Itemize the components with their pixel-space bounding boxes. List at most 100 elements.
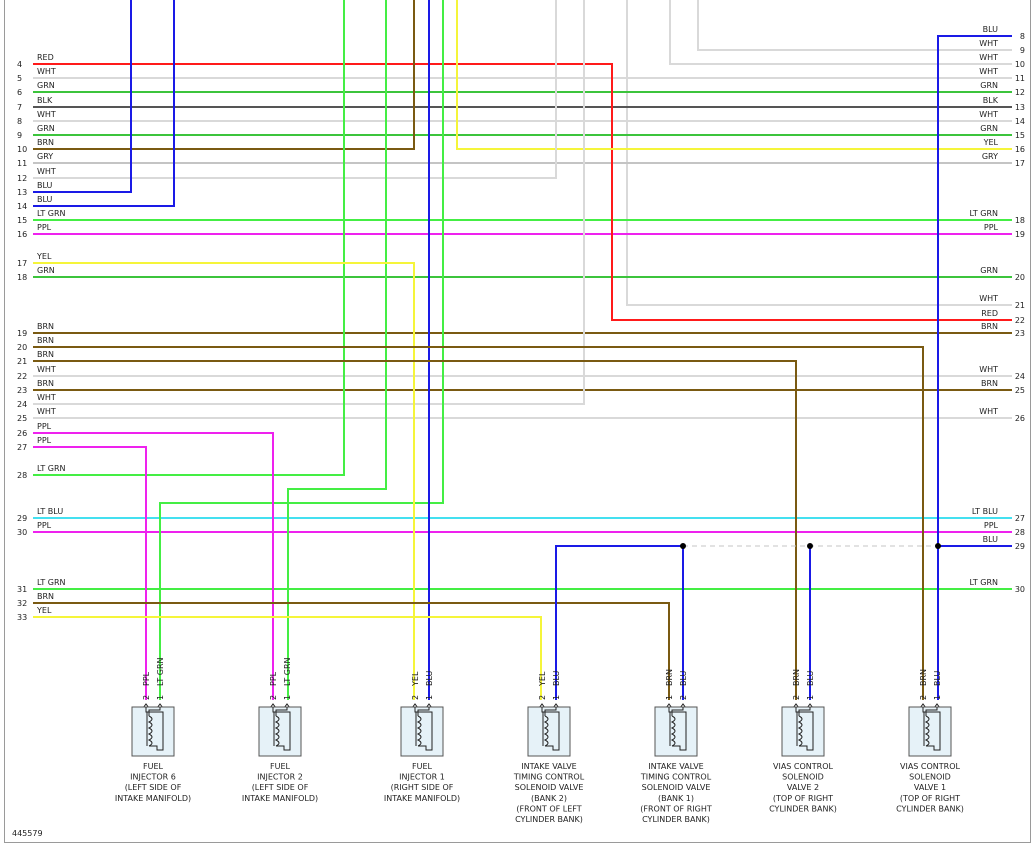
splice-dot xyxy=(807,543,813,549)
splice-dot xyxy=(680,543,686,549)
component-caption-line: (LEFT SIDE OF xyxy=(252,783,309,792)
component-pin-color: BLU xyxy=(933,670,942,686)
left-wire-color-label: BLK xyxy=(37,96,53,105)
component-pin-number: 2 xyxy=(679,695,688,700)
component-pin-color: BLU xyxy=(552,670,561,686)
right-wire-color-label: GRY xyxy=(982,152,998,161)
component-pin-number: 2 xyxy=(792,695,801,700)
left-pin-number: 24 xyxy=(17,400,27,409)
frame-bottom-border xyxy=(4,842,1031,843)
coil-lead xyxy=(541,707,560,751)
coil-lead xyxy=(671,707,684,716)
left-wire-color-label: LT BLU xyxy=(37,507,63,516)
component-body xyxy=(131,706,175,757)
component-caption-line: VIAS CONTROL xyxy=(773,762,834,771)
right-wire-color-label: BLU xyxy=(983,535,999,544)
wire-r9 xyxy=(697,0,1012,51)
wire-4-22 xyxy=(33,63,1012,321)
component-caption-line: CYLINDER BANK) xyxy=(896,804,964,813)
right-wire-color-label: WHT xyxy=(979,39,998,48)
left-pin-number: 22 xyxy=(17,372,27,381)
wire-26 xyxy=(33,432,274,700)
left-wire-color-label: WHT xyxy=(37,67,56,76)
left-wire-color-label: GRY xyxy=(37,152,53,161)
component-pin-color: LT GRN xyxy=(156,657,165,686)
wire-14 xyxy=(33,0,175,207)
component-pin-number: 2 xyxy=(411,695,420,700)
component-caption-line: INJECTOR 6 xyxy=(130,773,176,782)
right-wire-color-label: PPL xyxy=(984,521,999,530)
wire-top-grn-2 xyxy=(159,0,444,700)
component-caption-line: (RIGHT SIDE OF xyxy=(391,783,454,792)
coil-winding xyxy=(274,715,280,747)
left-wire-color-label: WHT xyxy=(37,365,56,374)
component-caption-line: (LEFT SIDE OF xyxy=(125,783,182,792)
right-wire-color-label: WHT xyxy=(979,53,998,62)
left-pin-number: 15 xyxy=(17,216,27,225)
component-caption-line: TIMING CONTROL xyxy=(640,773,712,782)
component-caption-line: (FRONT OF LEFT xyxy=(516,804,581,813)
right-pin-number: 12 xyxy=(1015,88,1025,97)
right-pin-number: 22 xyxy=(1015,316,1025,325)
left-wire-color-label: BRN xyxy=(37,350,54,359)
component-pin-number: 1 xyxy=(552,695,561,700)
right-pin-number: 18 xyxy=(1015,216,1025,225)
coil-lead xyxy=(148,707,161,716)
left-pin-number: 33 xyxy=(17,613,27,622)
wire-r8-29 xyxy=(937,35,1012,700)
component-caption-line: SOLENOID VALVE xyxy=(642,783,711,792)
component-caption-line: INTAKE MANIFOLD) xyxy=(242,794,318,803)
right-pin-number: 26 xyxy=(1015,414,1025,423)
component-pin-number: 2 xyxy=(269,695,278,700)
right-wire-color-label: BRN xyxy=(981,379,998,388)
left-pin-number: 21 xyxy=(17,357,27,366)
component-caption-line: INTAKE VALVE xyxy=(521,762,576,771)
right-pin-number: 15 xyxy=(1015,131,1025,140)
coil-winding xyxy=(924,715,930,747)
left-wire-color-label: BRN xyxy=(37,592,54,601)
left-wire-color-label: GRN xyxy=(37,81,55,90)
wire-top-grn-1 xyxy=(287,0,387,700)
left-wire-color-label: RED xyxy=(37,53,54,62)
coil-lead xyxy=(145,707,164,751)
wire-27 xyxy=(33,446,147,700)
left-wire-color-label: GRN xyxy=(37,266,55,275)
right-pin-number: 13 xyxy=(1015,103,1025,112)
right-pin-number: 24 xyxy=(1015,372,1025,381)
right-pin-number: 25 xyxy=(1015,386,1025,395)
component-caption-line: SOLENOID xyxy=(909,773,951,782)
coil-winding xyxy=(147,715,153,747)
left-pin-number: 29 xyxy=(17,514,27,523)
component-caption-line: (TOP OF RIGHT xyxy=(900,794,960,803)
right-pin-number: 17 xyxy=(1015,159,1025,168)
component-pin-number: 1 xyxy=(665,695,674,700)
coil-lead xyxy=(925,707,938,716)
right-pin-number: 23 xyxy=(1015,329,1025,338)
right-wire-color-label: RED xyxy=(981,309,998,318)
left-pin-number: 14 xyxy=(17,202,27,211)
left-connector-pins: 4RED5WHT6GRN7BLK8WHT9GRN10BRN11GRY12WHT1… xyxy=(17,53,66,622)
component-body xyxy=(258,706,302,757)
figure-id: 445579 xyxy=(12,829,43,838)
right-pin-number: 19 xyxy=(1015,230,1025,239)
left-wire-color-label: LT GRN xyxy=(37,209,66,218)
left-pin-number: 13 xyxy=(17,188,27,197)
coil-lead xyxy=(668,707,687,751)
component-caption-line: (BANK 1) xyxy=(658,794,694,803)
left-wire-color-label: LT GRN xyxy=(37,578,66,587)
component-caption-line: TIMING CONTROL xyxy=(513,773,585,782)
component-pin-color: BLU xyxy=(425,670,434,686)
wire-blu-to-ivt2 xyxy=(555,545,683,700)
component-caption-line: (BANK 2) xyxy=(531,794,567,803)
wire-12 xyxy=(33,0,557,179)
component-caption-line: (TOP OF RIGHT xyxy=(773,794,833,803)
left-pin-number: 17 xyxy=(17,259,27,268)
component-pin-number: 2 xyxy=(538,695,547,700)
left-wire-color-label: WHT xyxy=(37,407,56,416)
right-pin-number: 9 xyxy=(1020,46,1025,55)
left-wire-color-label: YEL xyxy=(36,252,52,261)
component-caption-line: CYLINDER BANK) xyxy=(642,815,710,824)
component-caption-line: FUEL xyxy=(412,762,433,771)
right-pin-number: 29 xyxy=(1015,542,1025,551)
right-wire-color-label: BLU xyxy=(983,25,999,34)
